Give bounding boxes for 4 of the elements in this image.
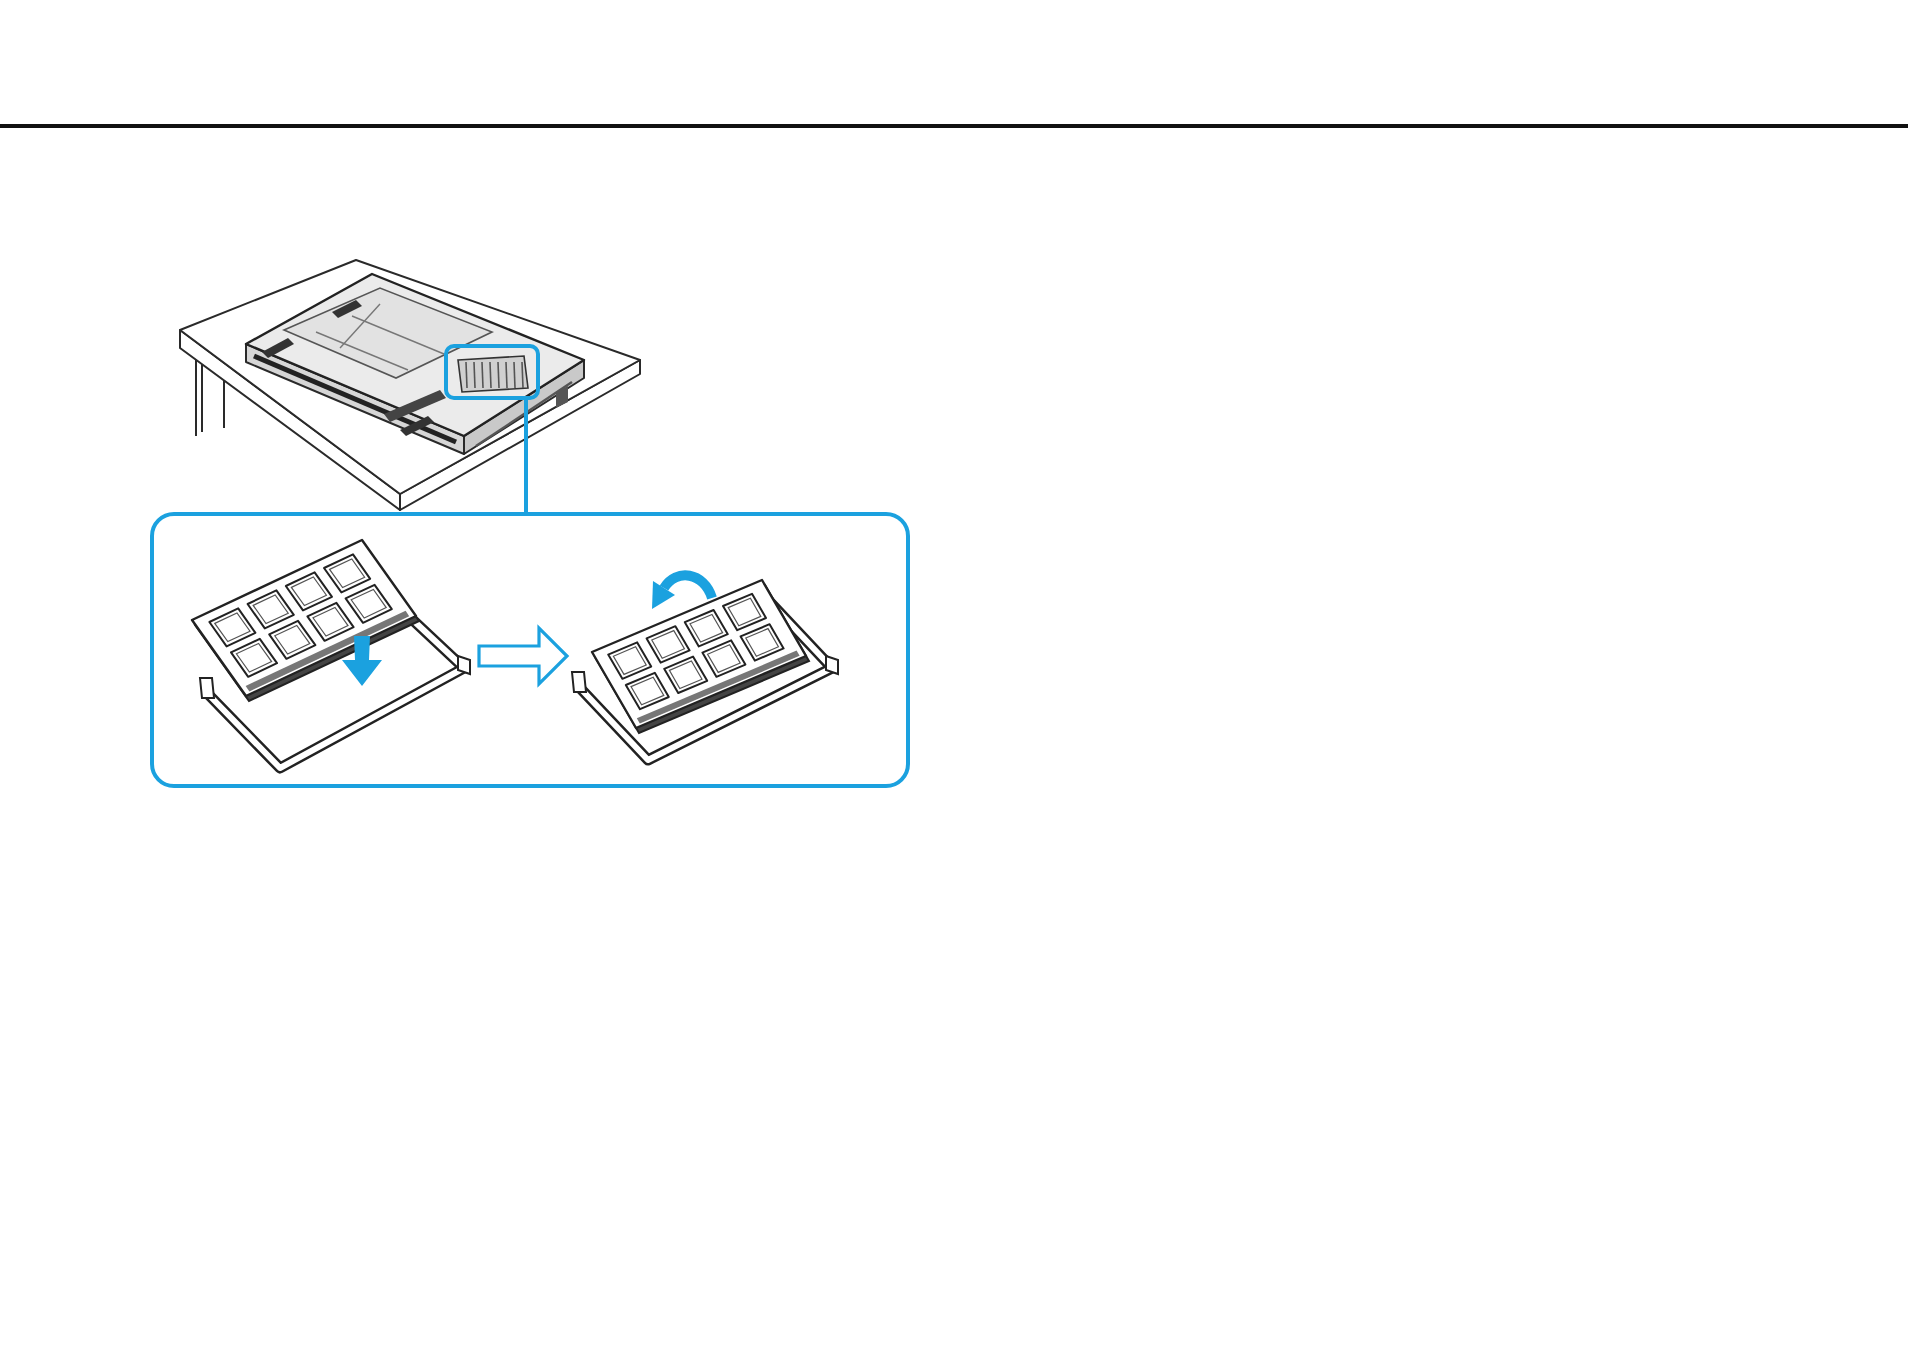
callout-panel xyxy=(150,512,910,788)
arrow xyxy=(477,624,570,688)
highlight-frame xyxy=(444,344,540,400)
leader-line xyxy=(524,400,528,512)
